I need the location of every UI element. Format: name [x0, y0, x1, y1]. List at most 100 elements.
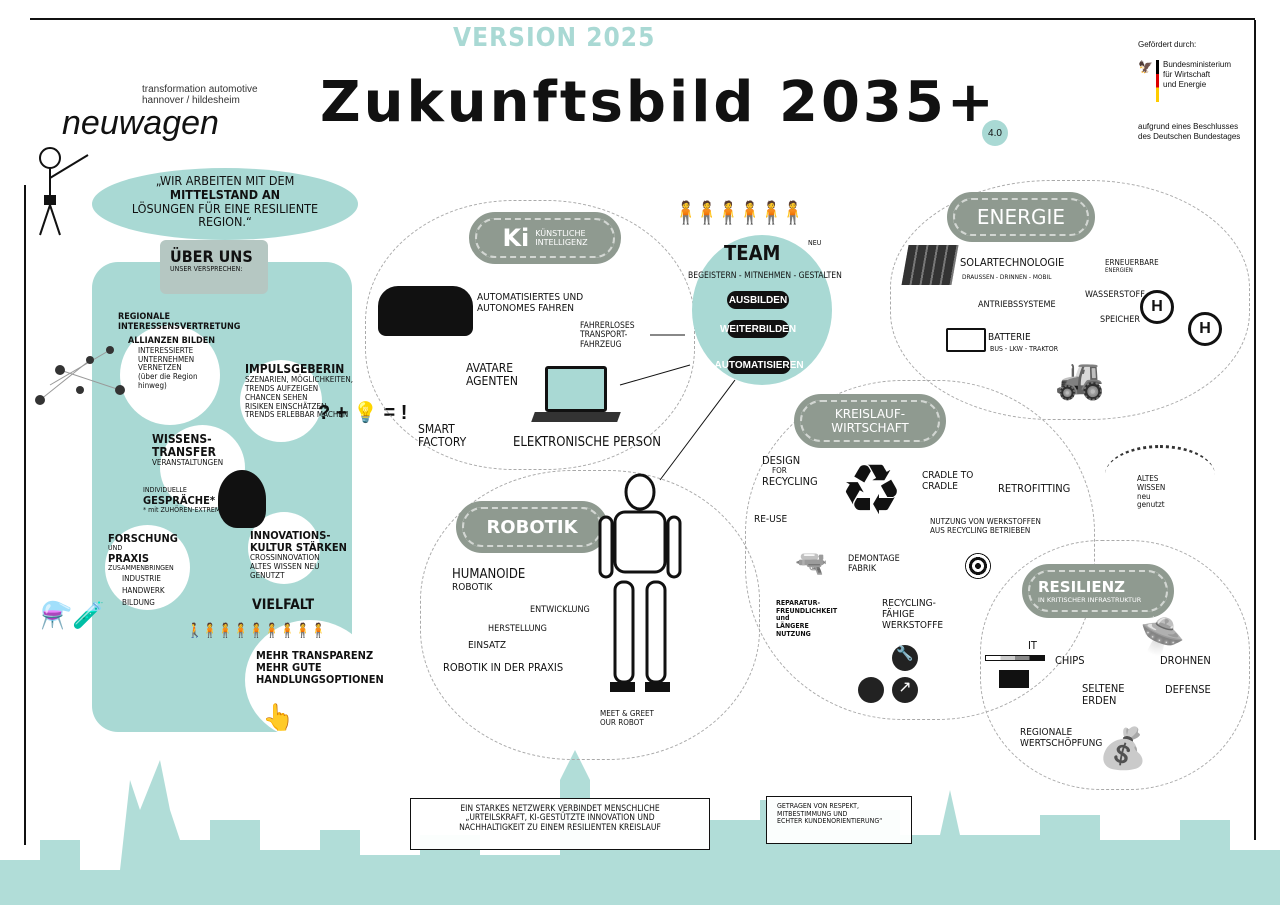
chip-row	[985, 655, 1045, 661]
energie-pill: ENERGIE	[947, 192, 1095, 242]
version-badge: 4.0	[982, 120, 1008, 146]
text: INTERESSIERTE	[138, 345, 194, 355]
text: UNTERNEHMEN	[138, 354, 195, 364]
text: ENERGIE	[976, 205, 1066, 229]
h-atom: H	[1140, 290, 1174, 324]
text: SMART	[418, 422, 455, 436]
text: TRENDS erlebbar machen	[245, 410, 349, 420]
text: TRANSFER	[152, 445, 216, 460]
about-subtitle: UNSER VERSPRECHEN:	[170, 264, 243, 273]
robotik-pill: ROBOTIK	[456, 501, 608, 553]
energie-batterie: BATTERIE	[988, 332, 1031, 343]
text: CRADLE	[922, 481, 958, 492]
text: HANDWERK	[122, 585, 165, 595]
text: „URTEILSKRAFT, KI-GESTÜTZTE INNOVATION U…	[465, 813, 655, 824]
quote-line: „WIR ARBEITEN MIT DEM	[155, 173, 295, 188]
text: HUMANOIDE	[452, 567, 526, 582]
text: VERNETZEN	[138, 363, 182, 373]
text: IMPULSGEBERIN	[245, 362, 345, 376]
text: FOR	[772, 466, 787, 476]
network-icon	[35, 346, 125, 405]
logo-tagline-2: hannover / hildesheim	[142, 95, 240, 106]
text: RISIKEN einschätzen	[245, 401, 327, 411]
chip-block	[999, 670, 1029, 688]
arrow-icon: ↗	[892, 677, 918, 703]
automatisieren-button[interactable]: AUTOMATISIEREN	[714, 356, 804, 374]
text: WERTSCHÖPFUNG	[1020, 738, 1103, 749]
autonomous-shuttle-icon	[378, 286, 473, 336]
text: AGENTEN	[466, 374, 518, 389]
frame-top	[30, 18, 1255, 20]
text: AVATARE	[466, 361, 514, 375]
ministry-line: Bundesministerium	[1163, 60, 1232, 69]
text: RECYCLING-	[882, 598, 936, 609]
energie-solar-sub: DRAUßEN - DRINNEN - MOBIL	[962, 273, 1052, 281]
ki-region	[365, 200, 695, 470]
text: MEHR TRANSPARENZ	[256, 649, 374, 662]
text: und	[776, 614, 790, 623]
head-brain-icon	[218, 470, 266, 528]
logo-neu: neu	[62, 104, 119, 142]
text: GESPRÄCHE*	[143, 493, 216, 507]
text: ERDEN	[1082, 694, 1117, 708]
team-neu: NEU	[808, 239, 822, 247]
quote-line: LÖSUNGEN FÜR EINE RESILIENTE	[131, 200, 319, 216]
energie-region	[890, 180, 1250, 420]
text: FACTORY	[418, 435, 467, 450]
badge-text: 4.0	[988, 127, 1002, 139]
kreislauf-reuse: RE-USE	[754, 514, 788, 525]
text: FORSCHUNG	[108, 532, 178, 545]
text: CHANCEN sehen	[245, 392, 308, 402]
text: * mit ZUHÖREN-EXTREM	[143, 505, 221, 514]
text: ALTES WISSEN NEU	[250, 561, 320, 571]
logo-tagline-1: transformation automotive	[142, 84, 258, 95]
text: (über die Region	[138, 372, 198, 382]
skyline-illustration	[0, 750, 1280, 905]
funding-note: aufgrund eines Beschlusses	[1138, 122, 1239, 131]
text: DESIGN	[762, 454, 801, 467]
text: AUS RECYCLING BETRIEBEN	[930, 525, 1031, 535]
humanoid-robot-icon	[598, 473, 682, 692]
connector-arrows	[619, 334, 736, 481]
target-icon	[965, 553, 991, 579]
text: INTERESSENSVERTRETUNG	[118, 321, 241, 332]
text: NACHHALTIGKEIT ZU EINEM RESILIENTEN KREI…	[459, 822, 661, 833]
hydrogen-molecule-icon: H H	[1140, 290, 1230, 346]
text: HANDLUNGSOPTIONEN	[256, 673, 384, 687]
text: LÄNGERE	[776, 622, 809, 631]
about-header: ÜBER UNS UNSER VERSPRECHEN:	[160, 240, 268, 294]
text: NUTZUNG von WERKSTOFFEN	[930, 517, 1041, 526]
text: SZENARIEN, MÖGLICHKEITEN,	[245, 375, 353, 385]
kreislauf-pill: KREISLAUF-WIRTSCHAFT	[794, 394, 946, 448]
text: AUTOMATISIERTES UND	[477, 292, 584, 303]
text: RESILIENZ	[1038, 578, 1125, 596]
text: GENUTZT	[250, 570, 285, 580]
funding-label: Gefördert durch:	[1138, 40, 1197, 49]
text: ENERGIEN	[1105, 266, 1133, 274]
weiterbilden-button[interactable]: WEITERBILDEN	[720, 320, 796, 338]
text: FAHRERLOSES	[580, 321, 635, 331]
text: AUTOMATISIEREN	[714, 359, 804, 371]
energie-solar: SOLARTECHNOLOGIE	[960, 256, 1065, 269]
ausbilden-button[interactable]: AUSBILDEN	[727, 291, 789, 309]
funding-note: des Deutschen Bundestages	[1138, 132, 1241, 141]
pointing-hand-icon: 👆	[262, 702, 295, 732]
logo: transformation automotive hannover / hil…	[62, 84, 258, 143]
roller-icon	[858, 677, 884, 703]
kreislauf-retro: RETROFITTING	[998, 482, 1071, 495]
tools-house-icon: 🔧 ↗	[858, 645, 920, 705]
text: INDUSTRIE	[122, 573, 161, 583]
text: VERANSTALTUNGEN	[152, 458, 224, 468]
